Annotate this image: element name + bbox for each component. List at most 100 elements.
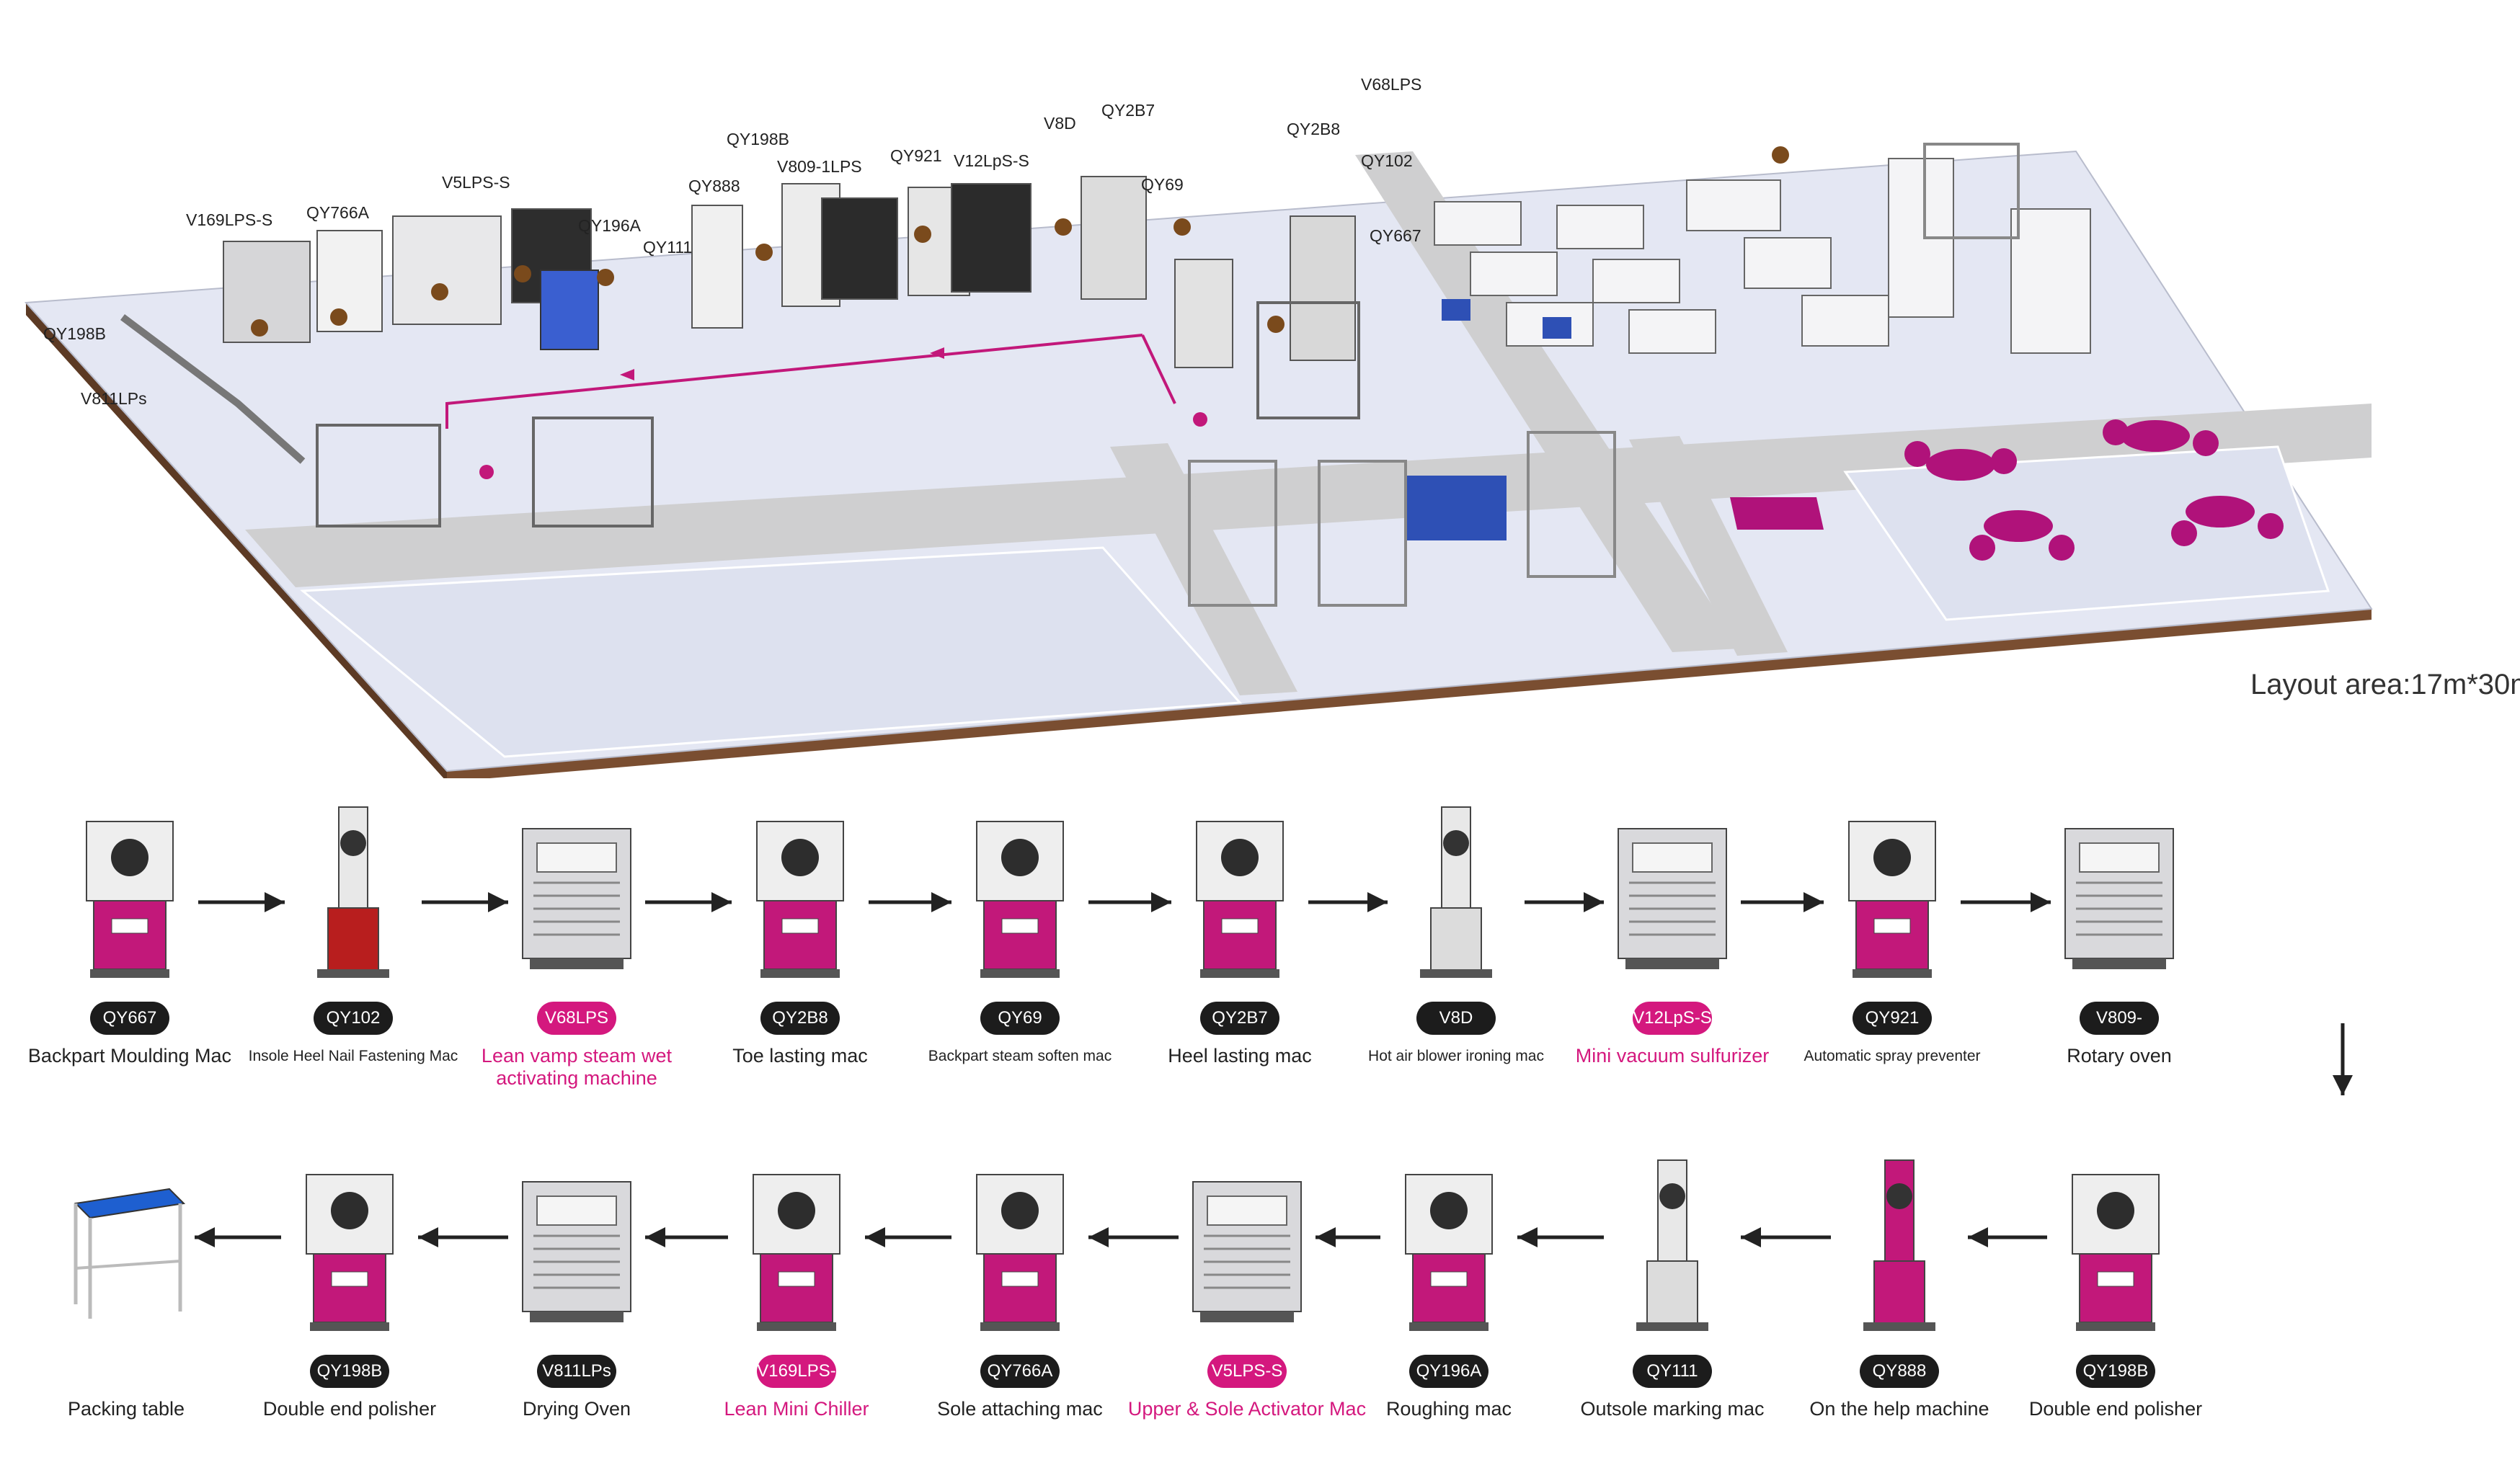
- machine-name: Roughing mac: [1385, 1398, 1512, 1420]
- machine-code-badge: QY766A: [980, 1355, 1060, 1388]
- machine-name: Lean Mini Chiller: [724, 1398, 869, 1420]
- floor-label: V68LPS: [1361, 75, 1422, 94]
- machine-line: [223, 176, 1360, 527]
- machine-code-badge: V809-1LPS: [2080, 1002, 2159, 1061]
- layout-area-text: Layout area:17m*30m: [2250, 669, 2520, 700]
- floor-label: QY198B: [727, 130, 789, 148]
- machine-name: Insole Heel Nail Fastening Mac: [248, 1048, 458, 1064]
- floor-label: V169LPS-S: [186, 210, 273, 229]
- machine-code-badge: QY888: [1860, 1355, 1939, 1388]
- machine-name: Packing table: [67, 1398, 185, 1420]
- chiller-icon: [732, 1146, 861, 1340]
- machine-name: Outsole marking mac: [1580, 1398, 1765, 1420]
- machine-code-badge: QY921: [1853, 1002, 1932, 1035]
- drying-oven-icon: [512, 1146, 642, 1340]
- floor-label: QY198B: [43, 324, 106, 343]
- flow-arrow: [645, 1227, 728, 1247]
- flow-arrow: [1525, 892, 1604, 912]
- floor-label: QY69: [1141, 175, 1184, 194]
- machine-name: Mini vacuum sulfurizer: [1575, 1045, 1770, 1067]
- flow-arrow: [1517, 1227, 1604, 1247]
- steam-box-icon: [955, 793, 1085, 987]
- machine-code-badge: V811LPs: [537, 1355, 616, 1388]
- machine-code-badge: QY2B8: [760, 1002, 840, 1035]
- workbench-area: [1434, 158, 2091, 354]
- floor-label: QY196A: [578, 216, 641, 235]
- flow-arrow: [1961, 892, 2051, 912]
- machine-code-badge: V12LpS-S: [1633, 1002, 1712, 1035]
- floor-label: V809-1LPS: [777, 157, 862, 176]
- flow-arrow: [1088, 892, 1171, 912]
- machine-code-badge: QY2B7: [1200, 1002, 1279, 1035]
- machine-name: Backpart steam soften mac: [928, 1048, 1112, 1064]
- machine-code-badge: V5LPS-S: [1207, 1355, 1287, 1388]
- machine-code-badge: QY102: [314, 1002, 393, 1035]
- help-machine-icon: [1834, 1146, 1964, 1340]
- floor-label: V811LPs: [81, 389, 147, 408]
- machine-name: Automatic spray preventer: [1804, 1048, 1981, 1064]
- flow-arrow: [195, 1227, 281, 1247]
- flow-arrow: [418, 1227, 508, 1247]
- rotary-oven-icon: [2054, 793, 2184, 987]
- blower-icon: [1391, 793, 1521, 987]
- flow-arrow: [1088, 1227, 1179, 1247]
- floor-label: QY766A: [306, 203, 369, 222]
- machine-code-badge: QY198B: [310, 1355, 389, 1388]
- machine-name: Toe lasting mac: [732, 1045, 868, 1067]
- floor-label: V12LpS-S: [954, 151, 1029, 170]
- pink-furniture: [1730, 419, 2284, 561]
- machine-code-badge: QY69: [980, 1002, 1060, 1035]
- nail-machine-icon: [288, 793, 418, 987]
- machine-name: Sole attaching mac: [937, 1398, 1103, 1420]
- polisher-icon: [285, 1146, 414, 1340]
- flow-arrow: [1308, 892, 1388, 912]
- floor-label: QY667: [1370, 226, 1421, 245]
- flow-arrow: [865, 1227, 951, 1247]
- vacuum-box-icon: [1607, 793, 1737, 987]
- floor-label: QY102: [1361, 151, 1413, 170]
- floor-label: V8D: [1044, 114, 1076, 133]
- roughing-machine-icon: [1384, 1146, 1514, 1340]
- factory-floor-plan: [24, 143, 2373, 778]
- flow-arrow: [198, 892, 285, 912]
- flow-arrow: [869, 892, 951, 912]
- aisle-horizontal: [245, 404, 2372, 587]
- polisher-icon: [2051, 1146, 2180, 1340]
- machine-name: Lean vamp steam wet activating machine: [481, 1045, 673, 1089]
- steam-cabinet-icon: [512, 793, 642, 987]
- moulding-machine-icon: [65, 793, 195, 987]
- activator-icon: [1182, 1146, 1312, 1340]
- machine-name: Heel lasting mac: [1168, 1045, 1312, 1067]
- machine-name: Hot air blower ironing mac: [1368, 1048, 1544, 1064]
- floor-label: QY2B8: [1287, 120, 1341, 138]
- flow-path: [445, 334, 1143, 429]
- flow-arrow: [1316, 1227, 1380, 1247]
- floor-edge: [26, 303, 2372, 778]
- machine-name: Upper & Sole Activator Mac: [1127, 1398, 1367, 1420]
- racks: [1188, 143, 2020, 607]
- packing-table-icon: [61, 1146, 191, 1340]
- machine-code-badge: QY198B: [2076, 1355, 2155, 1388]
- lasting-machine-icon: [735, 793, 865, 987]
- flow-arrow: [422, 892, 508, 912]
- floor-label: QY921: [890, 146, 942, 165]
- flow-arrow: [1741, 892, 1824, 912]
- aisle-vertical: [1355, 151, 1741, 652]
- flow-arrow: [1968, 1227, 2047, 1247]
- floor-label: QY2B7: [1101, 101, 1155, 120]
- machine-code-badge: V169LPS-S: [757, 1355, 836, 1414]
- machine-name: Double end polisher: [2028, 1398, 2203, 1420]
- floor-label: QY888: [688, 177, 740, 195]
- flow-arrow: [645, 892, 732, 912]
- floor-label: V5LPS-S: [442, 173, 510, 192]
- machine-name: Backpart Moulding Mac: [27, 1045, 232, 1067]
- machine-code-badge: V8D: [1416, 1002, 1496, 1035]
- machine-code-badge: QY196A: [1409, 1355, 1489, 1388]
- sole-press-icon: [955, 1146, 1085, 1340]
- flow-arrow: [2333, 1023, 2353, 1095]
- heel-lasting-icon: [1175, 793, 1305, 987]
- machine-code-badge: V68LPS: [537, 1002, 616, 1035]
- floor-label: QY111: [643, 238, 693, 257]
- marking-machine-icon: [1607, 1146, 1737, 1340]
